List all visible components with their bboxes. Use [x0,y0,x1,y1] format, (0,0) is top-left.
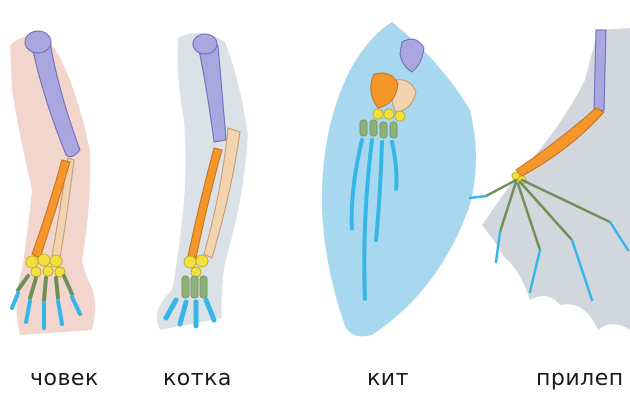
label-cat: котка [163,366,232,391]
bat-wing-membrane [482,28,630,330]
human-humerus-head [25,31,51,53]
whale-flipper [322,22,476,336]
label-whale: кит [367,366,409,391]
whale-fin-tissue [322,22,476,336]
whale-carpals [373,109,405,121]
bat-humerus [594,30,606,112]
cat-leg [157,33,248,330]
label-human: човек [30,366,99,391]
human-arm [10,31,95,335]
cat-humerus-head [193,34,217,54]
bat-wing [470,28,630,330]
label-bat: прилеп [536,366,624,391]
human-carpals [26,254,65,277]
cat-metacarpals [182,276,207,298]
